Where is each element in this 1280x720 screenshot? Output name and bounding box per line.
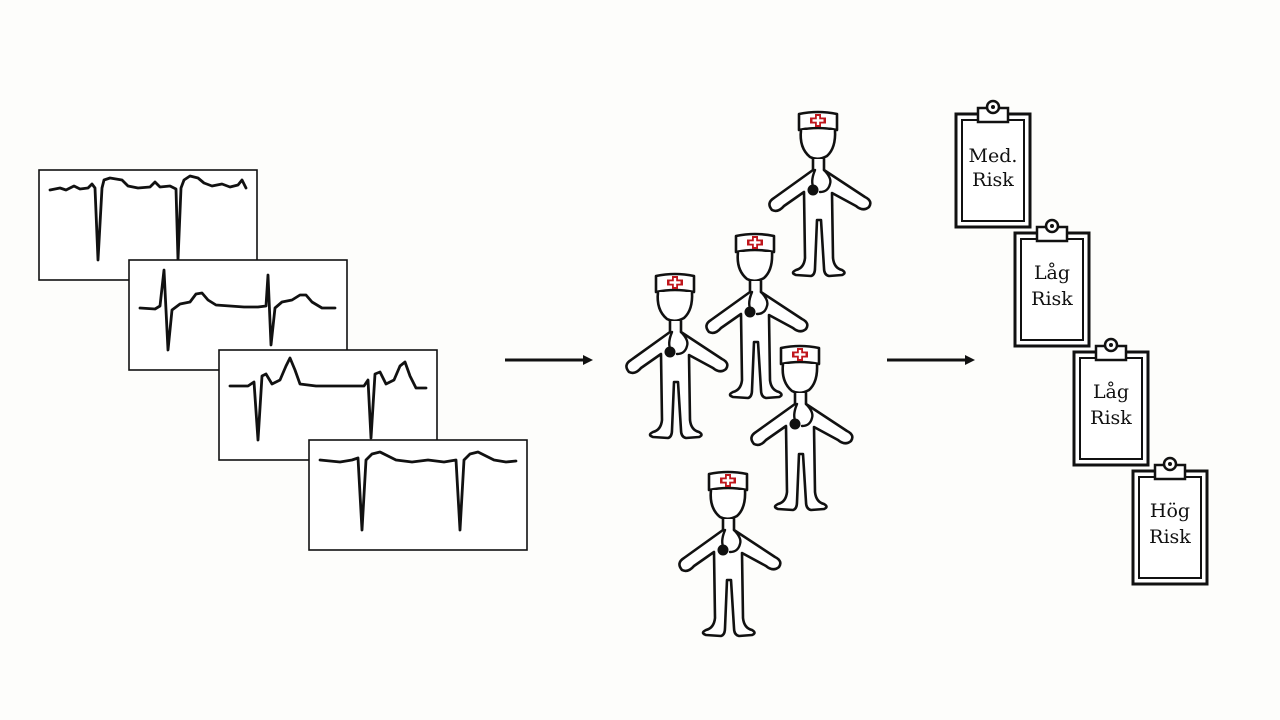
ecg-panel-stack (38, 169, 528, 551)
risk-card-stack: Med. Risk Låg Risk Låg Risk Hög Risk (954, 99, 1209, 586)
doctor-with-stethoscope-icon (625, 272, 729, 440)
doctor-with-stethoscope-icon (678, 470, 782, 638)
risk-level: Med. (969, 145, 1018, 167)
risk-card: Låg Risk (1072, 337, 1150, 467)
risk-card: Låg Risk (1013, 218, 1091, 348)
risk-card: Med. Risk (954, 99, 1032, 229)
risk-label: Risk (972, 169, 1014, 191)
risk-label: Risk (1031, 288, 1073, 310)
risk-level: Hög (1150, 500, 1190, 522)
risk-label: Risk (1090, 407, 1132, 429)
risk-level: Låg (1093, 381, 1129, 403)
risk-label: Risk (1149, 526, 1191, 548)
clinician-group (625, 110, 872, 638)
ecg-strip-4 (308, 439, 528, 551)
risk-card: Hög Risk (1131, 456, 1209, 586)
doctor-with-stethoscope-icon (768, 110, 872, 278)
risk-level: Låg (1034, 262, 1070, 284)
